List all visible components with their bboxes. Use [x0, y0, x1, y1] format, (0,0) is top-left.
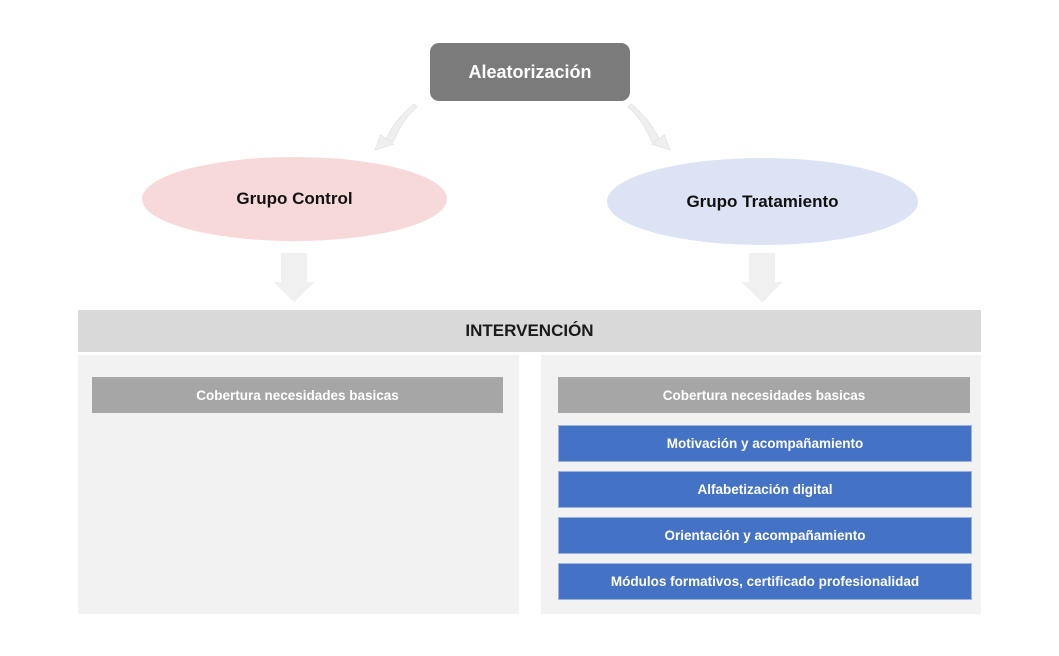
- curved-arrow-down-right-icon: [627, 103, 671, 151]
- intervention-item-bar: Cobertura necesidades basicas: [92, 377, 503, 413]
- group-control-label: Grupo Control: [236, 189, 353, 208]
- intervention-banner: INTERVENCIÓN: [78, 310, 981, 352]
- intervention-item-bar: Módulos formativos, certificado profesio…: [558, 563, 972, 600]
- group-control-node: Grupo Control: [142, 157, 447, 241]
- intervention-item-label: Motivación y acompañamiento: [666, 436, 864, 451]
- intervention-item-label: Módulos formativos, certificado profesio…: [610, 574, 920, 589]
- intervention-item-label: Cobertura necesidades basicas: [196, 387, 399, 403]
- intervention-item-label: Orientación y acompañamiento: [664, 528, 866, 543]
- group-treatment-label: Grupo Tratamiento: [686, 191, 839, 211]
- intervention-item-bar: Orientación y acompañamiento: [558, 517, 972, 554]
- down-arrow-treatment-icon: [738, 251, 786, 305]
- down-arrow-control-icon: [270, 251, 318, 305]
- intervention-item-bar: Motivación y acompañamiento: [558, 425, 972, 462]
- control-intervention-panel: Cobertura necesidades basicas: [78, 355, 519, 614]
- intervention-item-label: Alfabetización digital: [697, 482, 833, 497]
- intervention-item-bar: Alfabetización digital: [558, 471, 972, 508]
- randomization-node: Aleatorización: [430, 43, 630, 101]
- intervention-item-label: Cobertura necesidades basicas: [662, 387, 866, 403]
- group-treatment-node: Grupo Tratamiento: [607, 158, 918, 245]
- intervention-title: INTERVENCIÓN: [465, 321, 594, 340]
- intervention-item-bar: Cobertura necesidades basicas: [558, 377, 970, 413]
- treatment-intervention-panel: Cobertura necesidades basicas Motivación…: [541, 355, 981, 614]
- randomization-label: Aleatorización: [468, 61, 592, 82]
- curved-arrow-down-left-icon: [374, 103, 418, 151]
